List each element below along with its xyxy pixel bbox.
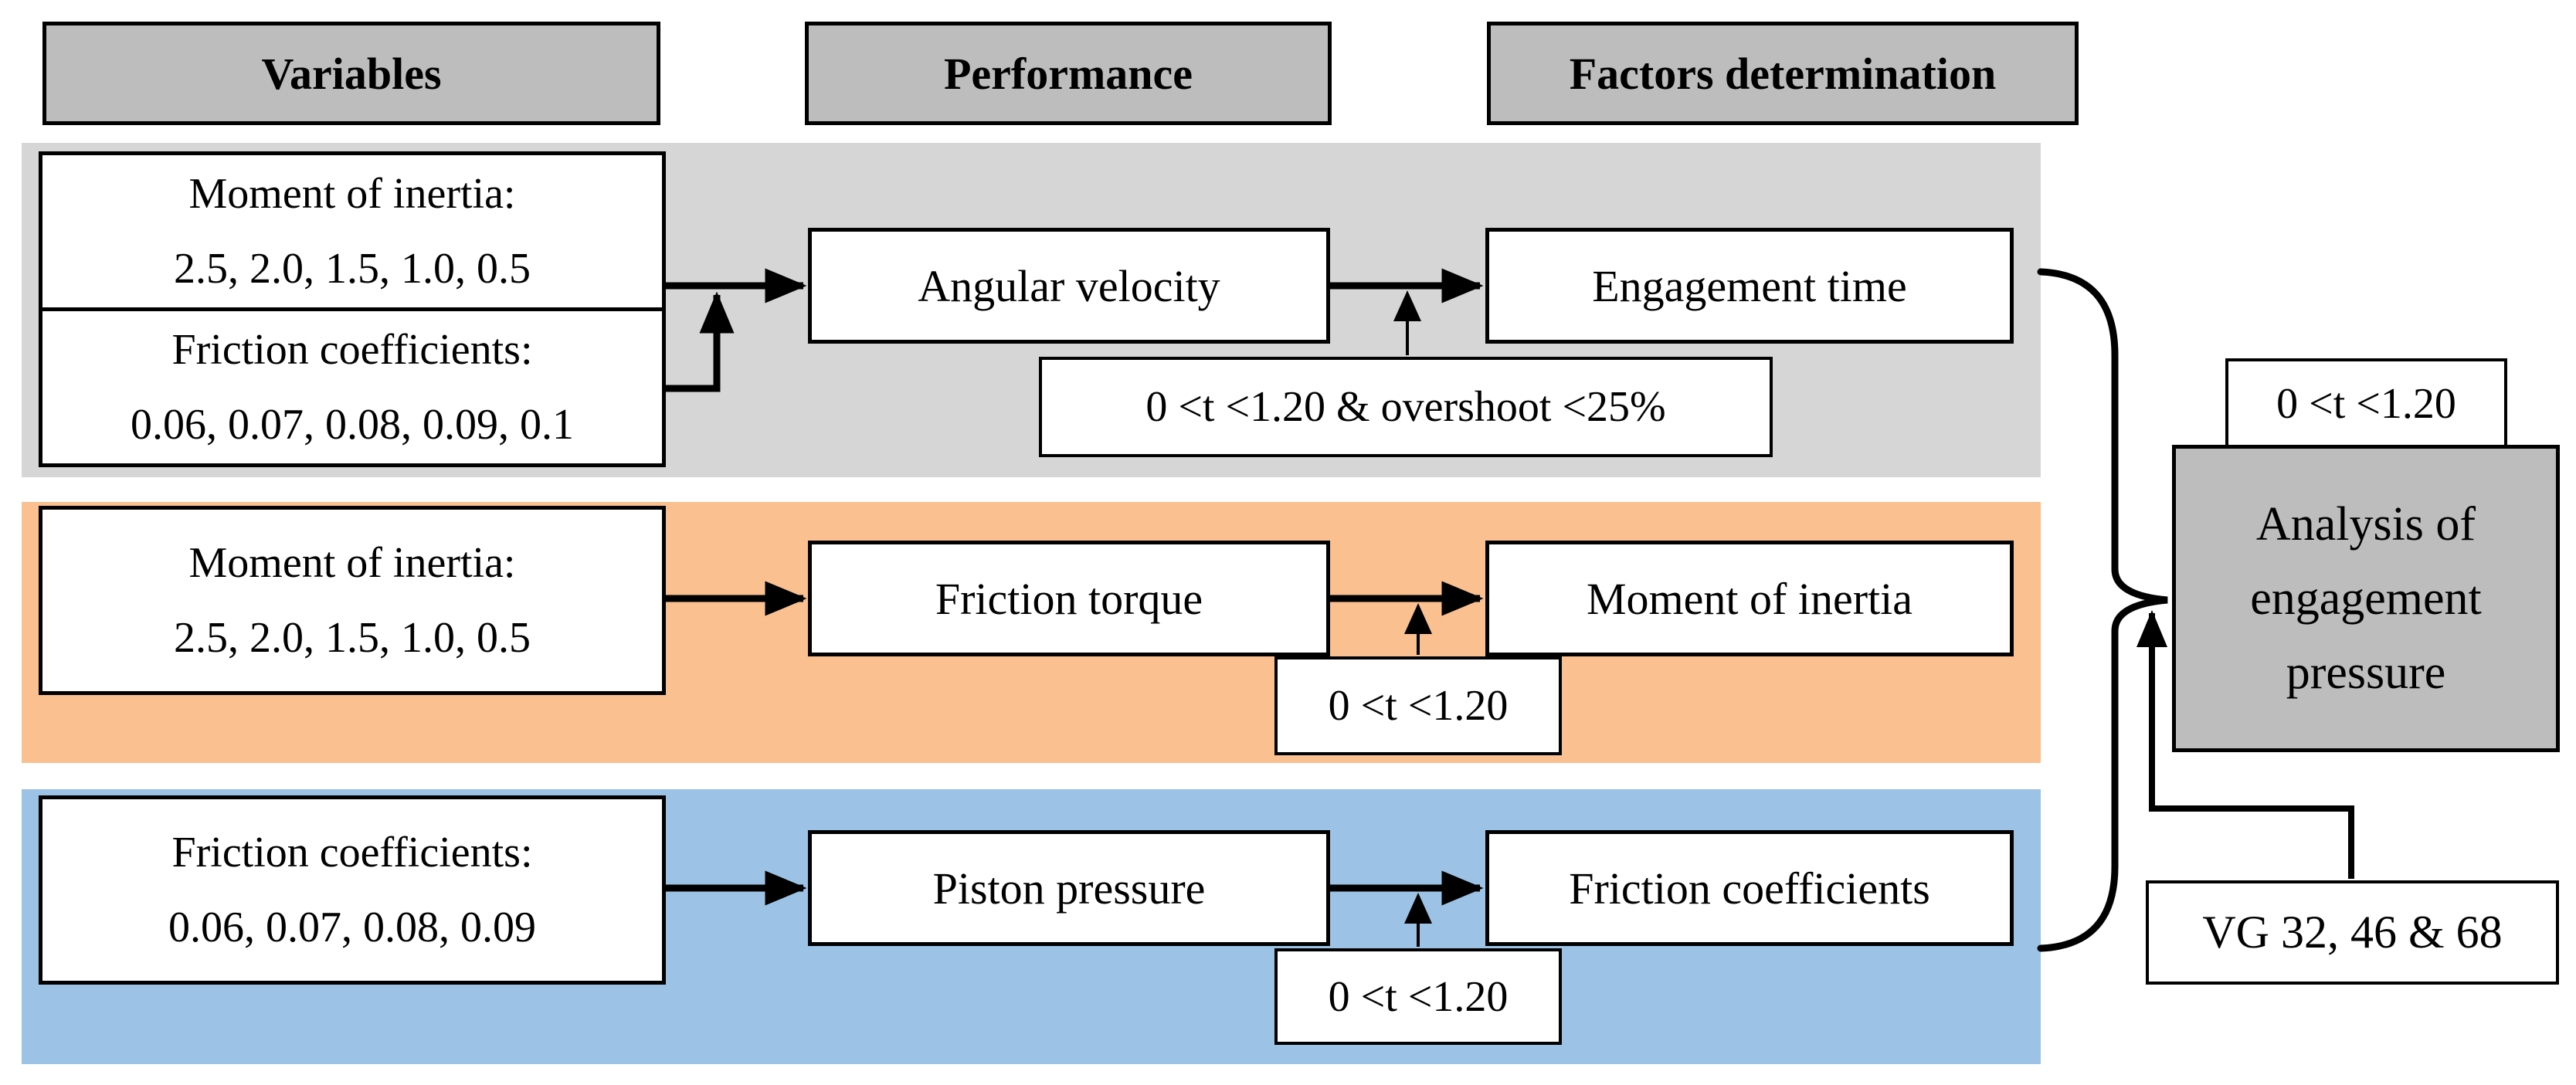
- header-variables-label: Variables: [261, 48, 442, 99]
- row1-factor-engagement-time-box: Engagement time: [1485, 228, 2014, 344]
- row1-moi-title: Moment of inertia:: [188, 170, 516, 219]
- header-variables: Variables: [42, 22, 660, 125]
- row2-moi-values: 2.5, 2.0, 1.5, 1.0, 0.5: [174, 613, 531, 662]
- row3-factor-friction-coefficients-box: Friction coefficients: [1485, 830, 2014, 946]
- row1-moi-values: 2.5, 2.0, 1.5, 1.0, 0.5: [174, 244, 531, 293]
- row3-factor-label: Friction coefficients: [1569, 863, 1930, 914]
- oil-grades-vg-box: VG 32, 46 & 68: [2146, 880, 2559, 985]
- row3-performance-piston-pressure-box: Piston pressure: [808, 830, 1330, 946]
- row3-performance-label: Piston pressure: [932, 863, 1206, 914]
- row1-fc-values: 0.06, 0.07, 0.08, 0.09, 0.1: [131, 400, 574, 449]
- oil-grades-label: VG 32, 46 & 68: [2202, 907, 2503, 958]
- row2-factor-label: Moment of inertia: [1586, 573, 1912, 624]
- row1-fc-title: Friction coefficients:: [171, 326, 533, 375]
- row2-factor-moment-of-inertia-box: Moment of inertia: [1485, 541, 2014, 656]
- row1-criteria-label: 0 <t <1.20 & overshoot <25%: [1145, 383, 1666, 431]
- analysis-line-2: engagement: [2250, 571, 2482, 625]
- header-factors-label: Factors determination: [1569, 48, 1997, 99]
- row2-performance-label: Friction torque: [935, 573, 1203, 624]
- analysis-of-engagement-pressure-box: Analysis of engagement pressure: [2172, 445, 2560, 752]
- row2-performance-friction-torque-box: Friction torque: [808, 541, 1330, 656]
- row3-variables-friction-coefficients-box: Friction coefficients: 0.06, 0.07, 0.08,…: [39, 795, 666, 985]
- analysis-criteria-label: 0 <t <1.20: [2276, 379, 2456, 428]
- row1-criteria-box: 0 <t <1.20 & overshoot <25%: [1039, 357, 1773, 457]
- analysis-time-criteria-box: 0 <t <1.20: [2225, 358, 2507, 449]
- analysis-line-1: Analysis of: [2255, 497, 2476, 551]
- header-factors-determination: Factors determination: [1487, 22, 2079, 125]
- row2-variables-moment-of-inertia-box: Moment of inertia: 2.5, 2.0, 1.5, 1.0, 0…: [39, 506, 666, 695]
- row3-criteria-box: 0 <t <1.20: [1274, 948, 1562, 1045]
- row2-criteria-box: 0 <t <1.20: [1274, 656, 1562, 755]
- row1-variables-moment-of-inertia-box: Moment of inertia: 2.5, 2.0, 1.5, 1.0, 0…: [39, 151, 666, 311]
- row1-variables-friction-coefficients-box: Friction coefficients: 0.06, 0.07, 0.08,…: [39, 307, 666, 467]
- row1-performance-label: Angular velocity: [918, 260, 1220, 311]
- row3-fc-title: Friction coefficients:: [171, 829, 533, 877]
- row3-fc-values: 0.06, 0.07, 0.08, 0.09: [168, 903, 536, 951]
- row2-criteria-label: 0 <t <1.20: [1328, 682, 1509, 730]
- row3-criteria-label: 0 <t <1.20: [1328, 972, 1509, 1021]
- analysis-line-3: pressure: [2286, 646, 2446, 700]
- row1-factor-label: Engagement time: [1592, 260, 1907, 311]
- header-performance: Performance: [805, 22, 1332, 125]
- row1-performance-angular-velocity-box: Angular velocity: [808, 228, 1330, 344]
- row2-moi-title: Moment of inertia:: [188, 539, 516, 588]
- header-performance-label: Performance: [943, 48, 1193, 99]
- gathering-brace: [2037, 268, 2168, 952]
